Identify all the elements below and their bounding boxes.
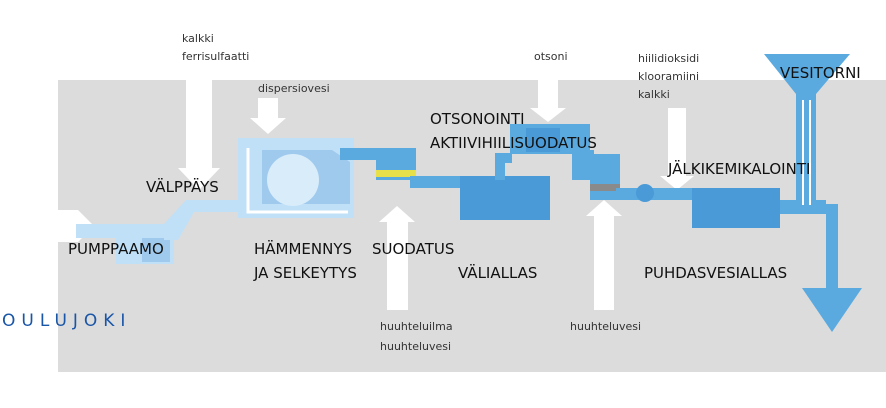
- ozone-input-arrow: [530, 68, 566, 122]
- clarifier-outline: [246, 148, 348, 214]
- dosing-point: [636, 184, 654, 202]
- label-vesitorni: VESITORNI: [780, 64, 861, 82]
- label-hammennys-1: HÄMMENNYS: [254, 239, 352, 258]
- label-pumppaamo: PUMPPAAMO: [68, 240, 164, 258]
- intake-pipe: [76, 224, 120, 238]
- carbon-filter-layer: [590, 184, 620, 191]
- carbon-filter-block: [590, 154, 620, 200]
- label-jalkikemikalointi: JÄLKIKEMIKALOINTI: [667, 159, 810, 178]
- activated-carbon-filter: [526, 128, 560, 152]
- label-ferrisulfaatti: ferrisulfaatti: [182, 50, 249, 63]
- label-huuhteluvesi-2: huuhteluvesi: [570, 320, 641, 333]
- label-aktiivihiilisuodatus: AKTIIVIHIILISUODATUS: [430, 134, 597, 152]
- label-otsonointi: OTSONOINTI: [430, 110, 525, 128]
- label-huuhteluvesi-1: huuhteluvesi: [380, 340, 451, 353]
- label-valppays: VÄLPPÄYS: [146, 177, 219, 196]
- label-kalkki-1: kalkki: [182, 32, 214, 45]
- label-huuhteluilma: huuhteluilma: [380, 320, 453, 333]
- chemical-input-arrow: [178, 70, 220, 190]
- ozone-feed-pipe: [495, 153, 512, 180]
- ozone-outlet-pipe: [572, 150, 594, 180]
- water-tower: [764, 54, 850, 208]
- screening-channel: [164, 200, 250, 240]
- flocculator: [267, 154, 319, 206]
- label-kalkki-2: kalkki: [638, 88, 670, 101]
- clean-water-reservoir: [692, 188, 780, 228]
- backwash-arrow-2: [586, 200, 622, 310]
- intermediate-basin: [460, 176, 550, 220]
- water-flow: [76, 54, 862, 332]
- backwash-arrow-1: [379, 206, 415, 310]
- label-dispersiovesi: dispersiovesi: [258, 82, 330, 95]
- post-chemical-pipe: [616, 188, 696, 200]
- post-chemical-input-arrow: [660, 108, 694, 190]
- settled-water-pipe: [340, 148, 380, 160]
- input-labels: kalkki ferrisulfaatti dispersiovesi otso…: [182, 32, 699, 353]
- pump-well: [142, 238, 170, 262]
- label-otsoni: otsoni: [534, 50, 568, 63]
- distribution-arrow: [802, 204, 862, 332]
- label-hiilidioksidi: hiilidioksidi: [638, 52, 699, 65]
- label-valiallas: VÄLIALLAS: [458, 263, 537, 282]
- filtered-water-pipe: [410, 176, 464, 188]
- label-klooramiini: klooramiini: [638, 70, 699, 83]
- input-arrows: [58, 68, 694, 310]
- label-puhdasvesiallas: PUHDASVESIALLAS: [644, 264, 787, 282]
- dispersion-water-arrow: [250, 98, 286, 134]
- sand-filter-layer: [376, 170, 416, 177]
- river-label: OULUJOKI: [2, 311, 131, 331]
- label-suodatus: SUODATUS: [372, 240, 454, 258]
- stage-labels: PUMPPAAMO VÄLPPÄYS HÄMMENNYS JA SELKEYTY…: [68, 64, 861, 282]
- label-hammennys-2: JA SELKEYTYS: [253, 264, 357, 282]
- water-tower-lines: [802, 100, 811, 205]
